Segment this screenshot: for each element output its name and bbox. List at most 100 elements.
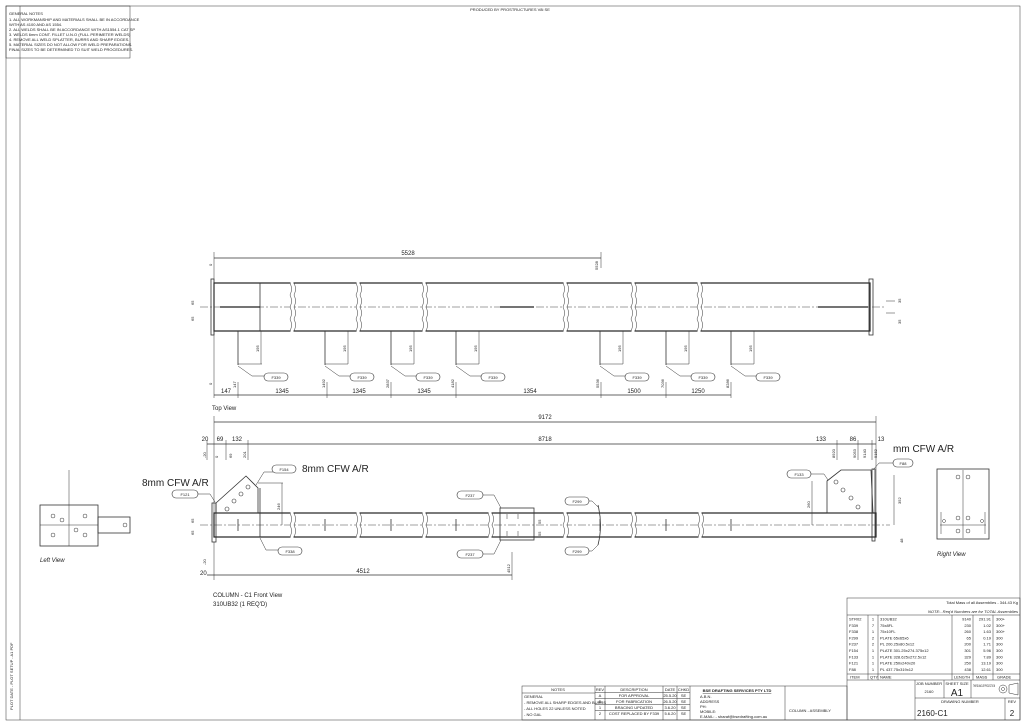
label: NAME [880,675,892,680]
drawing-title: COLUMN - ASSEMBLY [789,708,831,713]
table-cell: 291.91 [979,617,992,622]
label: F299 [572,549,582,554]
label: 9140 [862,448,867,458]
table-cell: 1.02 [983,623,992,628]
label: 5536 [595,378,600,388]
table-cell: 7.89 [983,654,992,659]
front-view-title: COLUMN - C1 Front View [213,593,283,599]
end-plate-right [868,278,874,336]
table-cell: BRACING UPDATED [615,705,653,710]
table-cell: 1 [872,648,875,653]
right-view: Right View [936,468,990,558]
label: FINAL SIZES TO BE DETERMINED TO SUIT WEL… [9,47,133,52]
table-cell: 3.6.20 [664,705,676,710]
table-cell: PLATE 250x240x20 [880,661,916,666]
drawing-number: 2160-C1 [917,709,948,718]
table-cell: F237 [849,642,859,647]
label: 65 [190,300,195,305]
table-cell: 300+ [996,617,1006,622]
table-cell: 300 [996,661,1003,666]
label: F299 [572,499,582,504]
label: 0 [214,455,219,458]
general-notes: GENERAL NOTES 1. ALL WORKMANSHIP AND MAT… [5,5,140,59]
label: 69 [217,437,224,443]
label: QTY [870,675,879,680]
label: 195 [408,345,413,352]
table-cell: DATE [665,687,676,692]
label: A.B.N. [700,694,712,699]
table-cell: 1 [872,629,875,634]
label: ADDRESS [700,699,720,704]
table-cell: F299 [849,635,859,640]
label: Left View [40,558,65,564]
label: MOBILE: [700,709,716,714]
label: -20 [202,451,207,458]
table-cell: 2 [872,642,875,647]
label: F338 [285,549,295,554]
table-cell: 1 [872,617,875,622]
label: 352 [897,497,902,504]
label: - NO GAL [524,712,542,717]
label: 195 [683,345,688,352]
label: 195 [473,345,478,352]
table-cell: SE [681,705,687,710]
label: LENGTH [954,675,970,680]
table-cell: F154 [849,648,859,653]
table-cell: 9140 [962,617,972,622]
table-cell: 65 [967,635,972,640]
title-block: NOTES GENERAL - REMOVE ALL SHARP EDGES A… [521,685,848,721]
label: F339 [632,375,642,380]
table-cell: F338 [849,629,859,634]
label: 55 [537,519,542,524]
label: 65 [190,518,195,523]
table-cell: 25.5.20 [663,693,677,698]
label: 65 [190,530,195,535]
label: 195 [617,345,622,352]
table-cell: F133 [849,654,859,659]
plate-f88 [871,468,876,542]
label: GENERAL [524,694,544,699]
bill-of-materials: Total Mass of all Assemblies - 344.43 Kg… [846,597,1021,721]
label: 1354 [523,389,537,395]
table-cell: FOR FABRICATION [616,699,652,704]
table-cell: PLATE 65x65x6 [880,635,909,640]
table-cell: 300 [996,654,1003,659]
table-cell: 75x8FL [880,623,894,628]
label: 201 [242,451,247,458]
table-cell: 300 [996,648,1003,653]
table-cell: 2 [872,635,875,640]
label: 1500 [627,389,641,395]
table-cell: FOR APPROVAL [619,693,650,698]
left-view: Left View [39,470,131,564]
label: THIRD ANGLE PROJECTION [973,683,995,688]
label: 5528 [594,260,599,270]
label: ITEM [850,675,860,680]
table-cell: PLATE 328.625x272.5x12 [880,654,927,659]
table-cell: SE [681,699,687,704]
weld-note-mid: 8mm CFW A/R [302,464,369,475]
label: 8286 [725,378,730,388]
table-cell: 0.19 [983,635,992,640]
label: 20 [200,571,207,577]
label: F121 [180,492,190,497]
label: Total Mass of all Assemblies - 344.43 Kg [946,600,1018,605]
label: F237 [465,552,475,557]
label: -20 [202,558,207,565]
label: 48 [899,538,904,543]
table-cell: 260 [964,629,971,634]
label: F339 [698,375,708,380]
table-cell: 12.61 [981,667,992,672]
label: 13 [878,437,885,443]
splice-f237 [499,507,535,541]
